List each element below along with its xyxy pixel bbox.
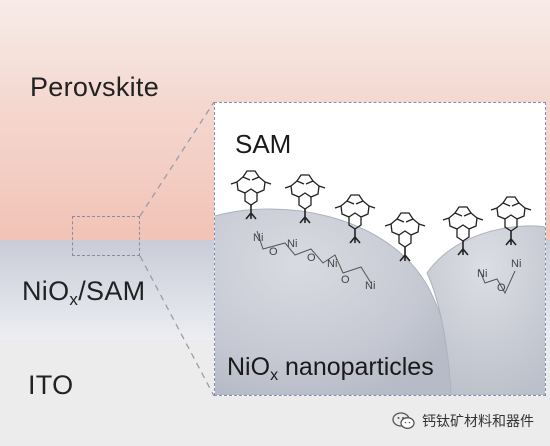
- sam-label: SAM: [235, 129, 292, 159]
- nio-subscript: x: [69, 290, 79, 309]
- atom-o: O: [341, 274, 350, 286]
- atom-ni: Ni: [253, 232, 263, 244]
- small-nanoparticle: [426, 225, 545, 395]
- zoom-inset: Ni O Ni O Ni O Ni Ni O Ni: [214, 102, 546, 396]
- ni-o-atoms-left: Ni O Ni O Ni O Ni: [253, 232, 375, 292]
- ito-label: ITO: [28, 370, 74, 400]
- ni-o-chain-right: [478, 268, 516, 295]
- perovskite-label: Perovskite: [30, 72, 160, 102]
- atom-ni: Ni: [287, 238, 297, 250]
- nanoparticles-label: NiOx nanoparticles: [227, 353, 434, 385]
- atom-o: O: [307, 252, 316, 264]
- np-suffix: nanoparticles: [278, 353, 434, 381]
- np-text: NiO: [227, 353, 271, 381]
- nio-text: NiO: [22, 276, 70, 306]
- ni-o-atoms-right: Ni O Ni: [477, 258, 521, 294]
- nanoparticle-scene: Ni O Ni O Ni O Ni Ni O Ni: [215, 170, 545, 395]
- sam-suffix: /SAM: [78, 276, 146, 306]
- nio-sam-label: NiOx/SAM: [22, 276, 145, 310]
- atom-o: O: [497, 282, 506, 294]
- atom-o: O: [269, 246, 278, 258]
- zoom-source-box: [72, 216, 140, 256]
- atom-ni: Ni: [327, 258, 337, 270]
- watermark-text: 钙钛矿材料和器件: [422, 413, 534, 429]
- atom-ni: Ni: [511, 258, 521, 270]
- np-subscript: x: [270, 367, 279, 384]
- watermark: 钙钛矿材料和器件: [392, 408, 534, 434]
- atom-ni: Ni: [365, 280, 375, 292]
- atom-ni: Ni: [477, 268, 487, 280]
- ni-o-chain-left: [256, 230, 372, 284]
- wechat-icon: [392, 412, 415, 429]
